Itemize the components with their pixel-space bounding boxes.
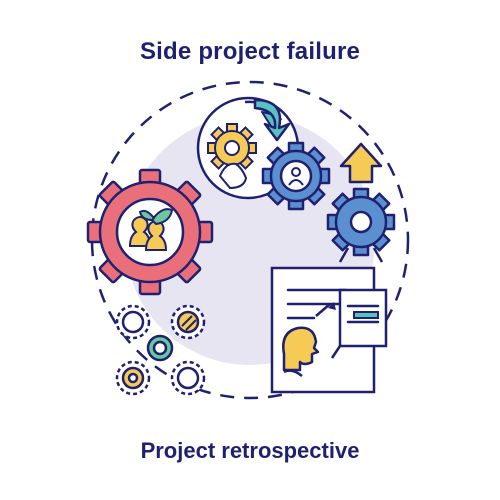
small-gears-cluster-icon: [115, 304, 206, 396]
page-title: Side project failure: [139, 38, 361, 65]
dashed-circle-frame: [90, 80, 410, 400]
user-gear-icon: [261, 141, 331, 211]
arrow-up-gear-icon: [326, 142, 396, 263]
people-leaf-icon: [128, 208, 174, 251]
caption: Project retrospective: [140, 438, 360, 463]
large-red-gear-icon: [86, 168, 214, 296]
retrospective-document-icon: [270, 266, 388, 394]
person-profile-icon: [282, 326, 320, 377]
